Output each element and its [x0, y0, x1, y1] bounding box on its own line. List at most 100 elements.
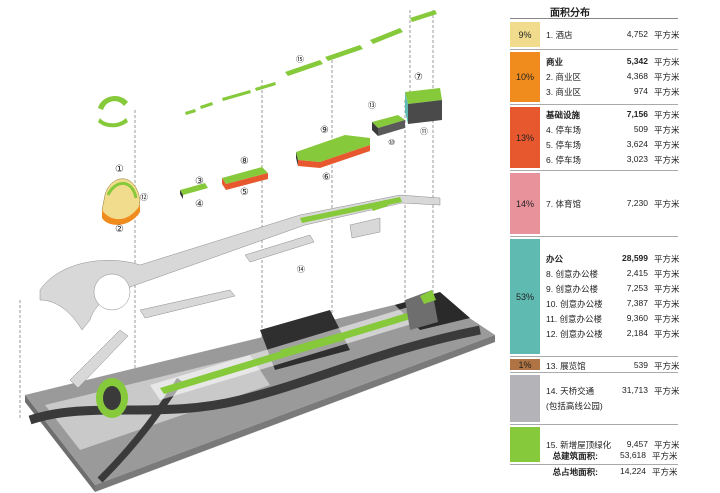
legend-row-label: 13. 展览馆 — [546, 361, 586, 371]
legend-total-value: 53,618 — [620, 450, 646, 460]
legend-row-unit: 平方米 — [654, 329, 680, 339]
legend-row-unit: 平方米 — [654, 361, 680, 371]
legend-divider — [510, 18, 678, 19]
legend-row-value: 4,368 — [626, 71, 648, 81]
legend-total-row: 总建筑面积: 53,618 平方米 — [510, 450, 678, 462]
callout-7: ⑦ — [414, 72, 423, 83]
legend-total-unit: 平方米 — [652, 451, 678, 461]
legend-group: 9% 1. 酒店 4,752 平方米 — [510, 20, 680, 50]
legend-row-value: 9,457 — [626, 438, 648, 449]
legend-row: 4. 停车场 509 平方米 — [546, 124, 680, 138]
callout-2: ② — [115, 224, 124, 235]
legend-row-unit: 平方米 — [654, 314, 680, 324]
callout-15: ⑮ — [296, 55, 304, 64]
legend-row-unit: 平方米 — [654, 87, 680, 97]
legend-row-value: 7,156 — [626, 109, 648, 119]
legend-row-label: 5. 停车场 — [546, 140, 581, 150]
legend-row-label: 2. 商业区 — [546, 72, 581, 82]
legend-row: (包括高线公园) — [546, 400, 604, 414]
callout-14: ⑭ — [297, 265, 305, 274]
legend-swatch: 53% — [510, 239, 540, 354]
legend-row-value: 3,624 — [626, 139, 648, 149]
callout-3: ③ — [195, 176, 204, 187]
legend-row-unit: 平方米 — [654, 29, 680, 40]
legend-row-unit: 平方米 — [654, 72, 680, 82]
exploded-axonometric-diagram: ① ② ③ ④ ⑤ ⑥ ⑦ ⑧ ⑨ ⑩ ⑪ ⑫ ⑬ ⑭ ⑮ — [19, 10, 495, 492]
legend-row-value: 4,752 — [626, 28, 648, 39]
legend-row-unit: 平方米 — [654, 269, 680, 279]
legend-total-label: 总建筑面积: — [552, 451, 598, 461]
legend-row-value: 7,387 — [626, 298, 648, 308]
legend-row-unit: 平方米 — [654, 125, 680, 135]
legend-row-unit: 平方米 — [654, 140, 680, 150]
callout-8: ⑧ — [240, 156, 249, 167]
legend-row-value: 539 — [633, 360, 648, 370]
callout-4: ④ — [195, 199, 204, 210]
legend-swatch — [510, 427, 540, 462]
legend-row-label: 10. 创意办公楼 — [546, 299, 603, 309]
callout-10: ⑩ — [388, 138, 395, 147]
legend-row-value: 509 — [633, 124, 648, 134]
legend-row-value: 5,342 — [626, 56, 648, 66]
callout-12: ⑫ — [140, 193, 148, 202]
legend-row-label: 14. 天桥交通 — [546, 386, 595, 396]
legend-total-value: 14,224 — [620, 466, 646, 476]
legend-row: 2. 商业区 4,368 平方米 — [546, 71, 680, 85]
legend-row-label: 6. 停车场 — [546, 155, 581, 165]
legend-row-label: 1. 酒店 — [546, 29, 573, 40]
legend-row-label: 15. 新增屋顶绿化 — [546, 439, 612, 450]
legend-row-value: 7,253 — [626, 283, 648, 293]
legend-row-value: 3,023 — [626, 154, 648, 164]
legend-row-label: 4. 停车场 — [546, 125, 581, 135]
legend-total-label: 总占地面积: — [552, 467, 598, 477]
legend-row-label: (包括高线公园) — [546, 401, 603, 411]
legend-row: 6. 停车场 3,023 平方米 — [546, 154, 680, 168]
legend-row-unit: 平方米 — [654, 439, 680, 450]
legend-row-label: 9. 创意办公楼 — [546, 284, 598, 294]
legend-swatch — [510, 375, 540, 422]
legend-row-label: 7. 体育馆 — [546, 198, 581, 209]
legend-row-unit: 平方米 — [654, 57, 680, 67]
legend-swatch: 9% — [510, 22, 540, 47]
legend-row: 1. 酒店 4,752 平方米 — [546, 29, 680, 43]
legend-row-unit: 平方米 — [654, 110, 680, 120]
building-volumes — [101, 88, 442, 225]
legend-row: 5. 停车场 3,624 平方米 — [546, 139, 680, 153]
legend-row-label: 12. 创意办公楼 — [546, 329, 603, 339]
callouts: ① ② ③ ④ ⑤ ⑥ ⑦ ⑧ ⑨ ⑩ ⑪ ⑫ ⑬ ⑭ ⑮ — [115, 55, 428, 274]
callout-5: ⑤ — [240, 187, 249, 198]
legend-row-label: 商业 — [546, 57, 564, 67]
legend-title: 面积分布 — [550, 8, 590, 19]
callout-11: ⑪ — [420, 127, 428, 136]
legend-row: 商业 5,342 平方米 — [546, 56, 680, 70]
legend-row-value: 7,230 — [626, 197, 648, 208]
legend-row-unit: 平方米 — [654, 299, 680, 309]
legend-group: 15. 新增屋顶绿化 9,457 平方米 — [510, 425, 680, 465]
legend-row: 14. 天桥交通 31,713 平方米 — [546, 385, 680, 399]
legend-row-label: 办公 — [546, 254, 564, 264]
legend-total-unit: 平方米 — [652, 467, 678, 477]
callout-9: ⑨ — [320, 125, 329, 136]
legend-row-unit: 平方米 — [654, 155, 680, 165]
legend-row-label: 11. 创意办公楼 — [546, 314, 603, 324]
legend-swatch: 13% — [510, 107, 540, 168]
green-roofs — [98, 10, 437, 128]
legend-row-unit: 平方米 — [654, 254, 680, 264]
legend-row-value: 974 — [633, 86, 648, 96]
legend-row: 15. 新增屋顶绿化 9,457 平方米 — [546, 439, 680, 453]
legend-swatch: 14% — [510, 173, 540, 234]
legend-row-unit: 平方米 — [654, 386, 680, 396]
legend-row-value: 31,713 — [622, 385, 648, 395]
